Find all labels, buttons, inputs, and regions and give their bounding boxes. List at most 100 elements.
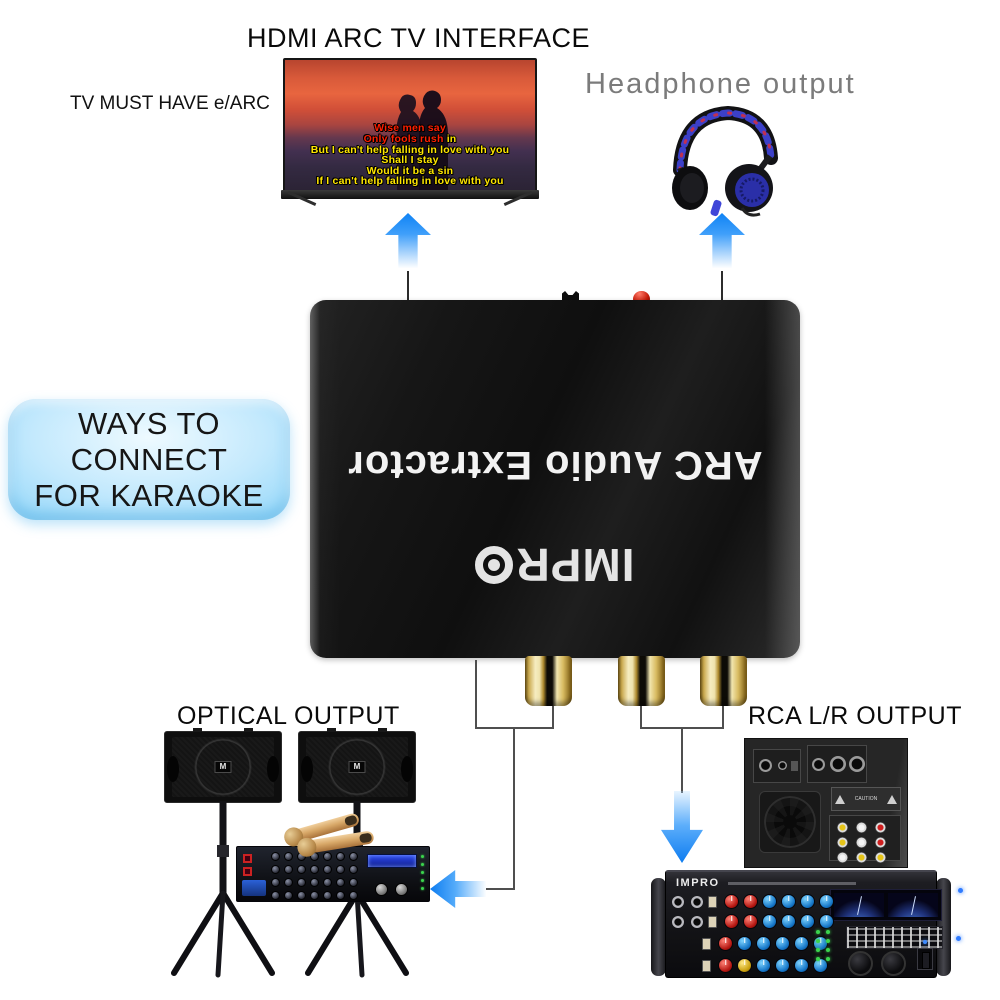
arc-audio-extractor-device: ARC Audio Extractor IMPR	[310, 300, 800, 658]
speaker-foot	[193, 728, 202, 732]
device-title: ARC Audio Extractor	[347, 443, 763, 487]
mixer-knob	[297, 865, 306, 874]
green-led	[826, 930, 830, 934]
mixer-knob	[743, 914, 758, 929]
rca-jack	[856, 822, 867, 833]
blue-led	[958, 888, 963, 893]
speaker-foot	[327, 728, 336, 732]
speaker-port	[267, 756, 279, 782]
lyric-line: Only fools rush in	[363, 133, 457, 146]
speaker-port	[167, 756, 179, 782]
device-toggle-switch	[562, 291, 579, 301]
mixer-knob	[724, 894, 739, 909]
mixer-knob	[297, 878, 306, 887]
mixer-knob	[336, 891, 345, 900]
badge-line-1: WAYS TO	[78, 405, 220, 441]
mixer-knob	[349, 865, 358, 874]
impro-speaker-o-icon	[475, 546, 514, 584]
mixer-knob	[271, 852, 280, 861]
rca-jack	[837, 852, 848, 863]
mixer-knob	[781, 914, 796, 929]
rca-plug-right	[700, 656, 747, 706]
lyric-line: Wise men say	[374, 122, 446, 135]
rca-jack	[875, 822, 886, 833]
arrow-down-to-amplifier	[661, 791, 703, 863]
hdmi-cable-stub	[407, 271, 409, 301]
mixer-knob	[775, 958, 790, 973]
arrow-up-to-tv	[385, 213, 431, 268]
channel-button	[708, 915, 717, 928]
rca-jack	[875, 837, 886, 848]
rca-jack	[837, 822, 848, 833]
mixer-led	[421, 887, 424, 890]
rca-input-panel	[829, 815, 901, 863]
warning-triangle-icon	[887, 794, 897, 804]
mixer-button	[243, 854, 252, 863]
mixer-led	[421, 855, 424, 858]
mixer-knob	[310, 878, 319, 887]
green-led	[826, 948, 830, 952]
green-led	[826, 957, 830, 961]
volume-knob	[848, 951, 873, 976]
mixer-knob	[323, 878, 332, 887]
rear-mic-input-panel	[807, 745, 867, 783]
mixer-knob	[800, 894, 815, 909]
mixer-knob	[756, 936, 771, 951]
mixer-panel	[242, 880, 266, 896]
mixer-knob	[718, 936, 733, 951]
optical-output-label: OPTICAL OUTPUT	[177, 702, 400, 730]
mixer-knob	[718, 958, 733, 973]
wire	[681, 727, 683, 793]
mixer-knob	[349, 891, 358, 900]
mixer-knob	[813, 958, 828, 973]
caution-text: CAUTION	[854, 796, 878, 802]
wire	[513, 727, 515, 889]
mixer-led	[421, 863, 424, 866]
mixer-knob	[375, 883, 388, 896]
speaker-right: M	[298, 728, 416, 803]
warning-triangle-icon	[835, 794, 845, 804]
mixer-knob	[284, 878, 293, 887]
amplifier-rear-panel: CAUTION	[744, 738, 908, 868]
rca-output-label: RCA L/R OUTPUT	[748, 702, 962, 730]
amp-model-text	[728, 882, 856, 885]
mixer-knob	[310, 891, 319, 900]
green-led	[816, 957, 820, 961]
mixer-knob	[737, 936, 752, 951]
headphones-image	[672, 105, 778, 217]
channel-button	[702, 959, 711, 972]
mixer-knob	[737, 958, 752, 973]
caution-label: CAUTION	[831, 787, 901, 811]
mixer-knob	[794, 958, 809, 973]
rca-plug-optical	[525, 656, 572, 706]
amplifier-front: IMPRO	[651, 870, 951, 984]
blue-led	[956, 936, 961, 941]
headphone-cable-stub	[721, 271, 723, 301]
power-switch	[917, 948, 933, 970]
speaker-port	[401, 756, 413, 782]
lyric-line: But I can't help falling in love with yo…	[310, 143, 510, 156]
lyric-line: Would it be a sin	[366, 164, 454, 177]
equalizer-panel	[846, 926, 943, 949]
mixer-knob	[775, 936, 790, 951]
impro-brand-prefix: IMPR	[515, 539, 635, 591]
mixer-knob	[336, 852, 345, 861]
vu-meters	[830, 889, 942, 921]
rca-jack	[875, 852, 886, 863]
speaker-port	[301, 756, 313, 782]
green-led	[816, 930, 820, 934]
mixer-knob	[724, 914, 739, 929]
device-red-button	[633, 291, 650, 301]
tv-note-label: TV MUST HAVE e/ARC	[70, 93, 270, 114]
mixer-knob	[349, 852, 358, 861]
mixer-knob	[310, 865, 319, 874]
mixer-knob	[297, 891, 306, 900]
cooling-fan	[759, 791, 821, 853]
rca-plug-left	[618, 656, 665, 706]
wire	[475, 660, 477, 728]
mixer-knob	[756, 958, 771, 973]
wire	[552, 706, 554, 728]
tripod-stand-left	[171, 801, 275, 978]
wire	[640, 706, 642, 728]
